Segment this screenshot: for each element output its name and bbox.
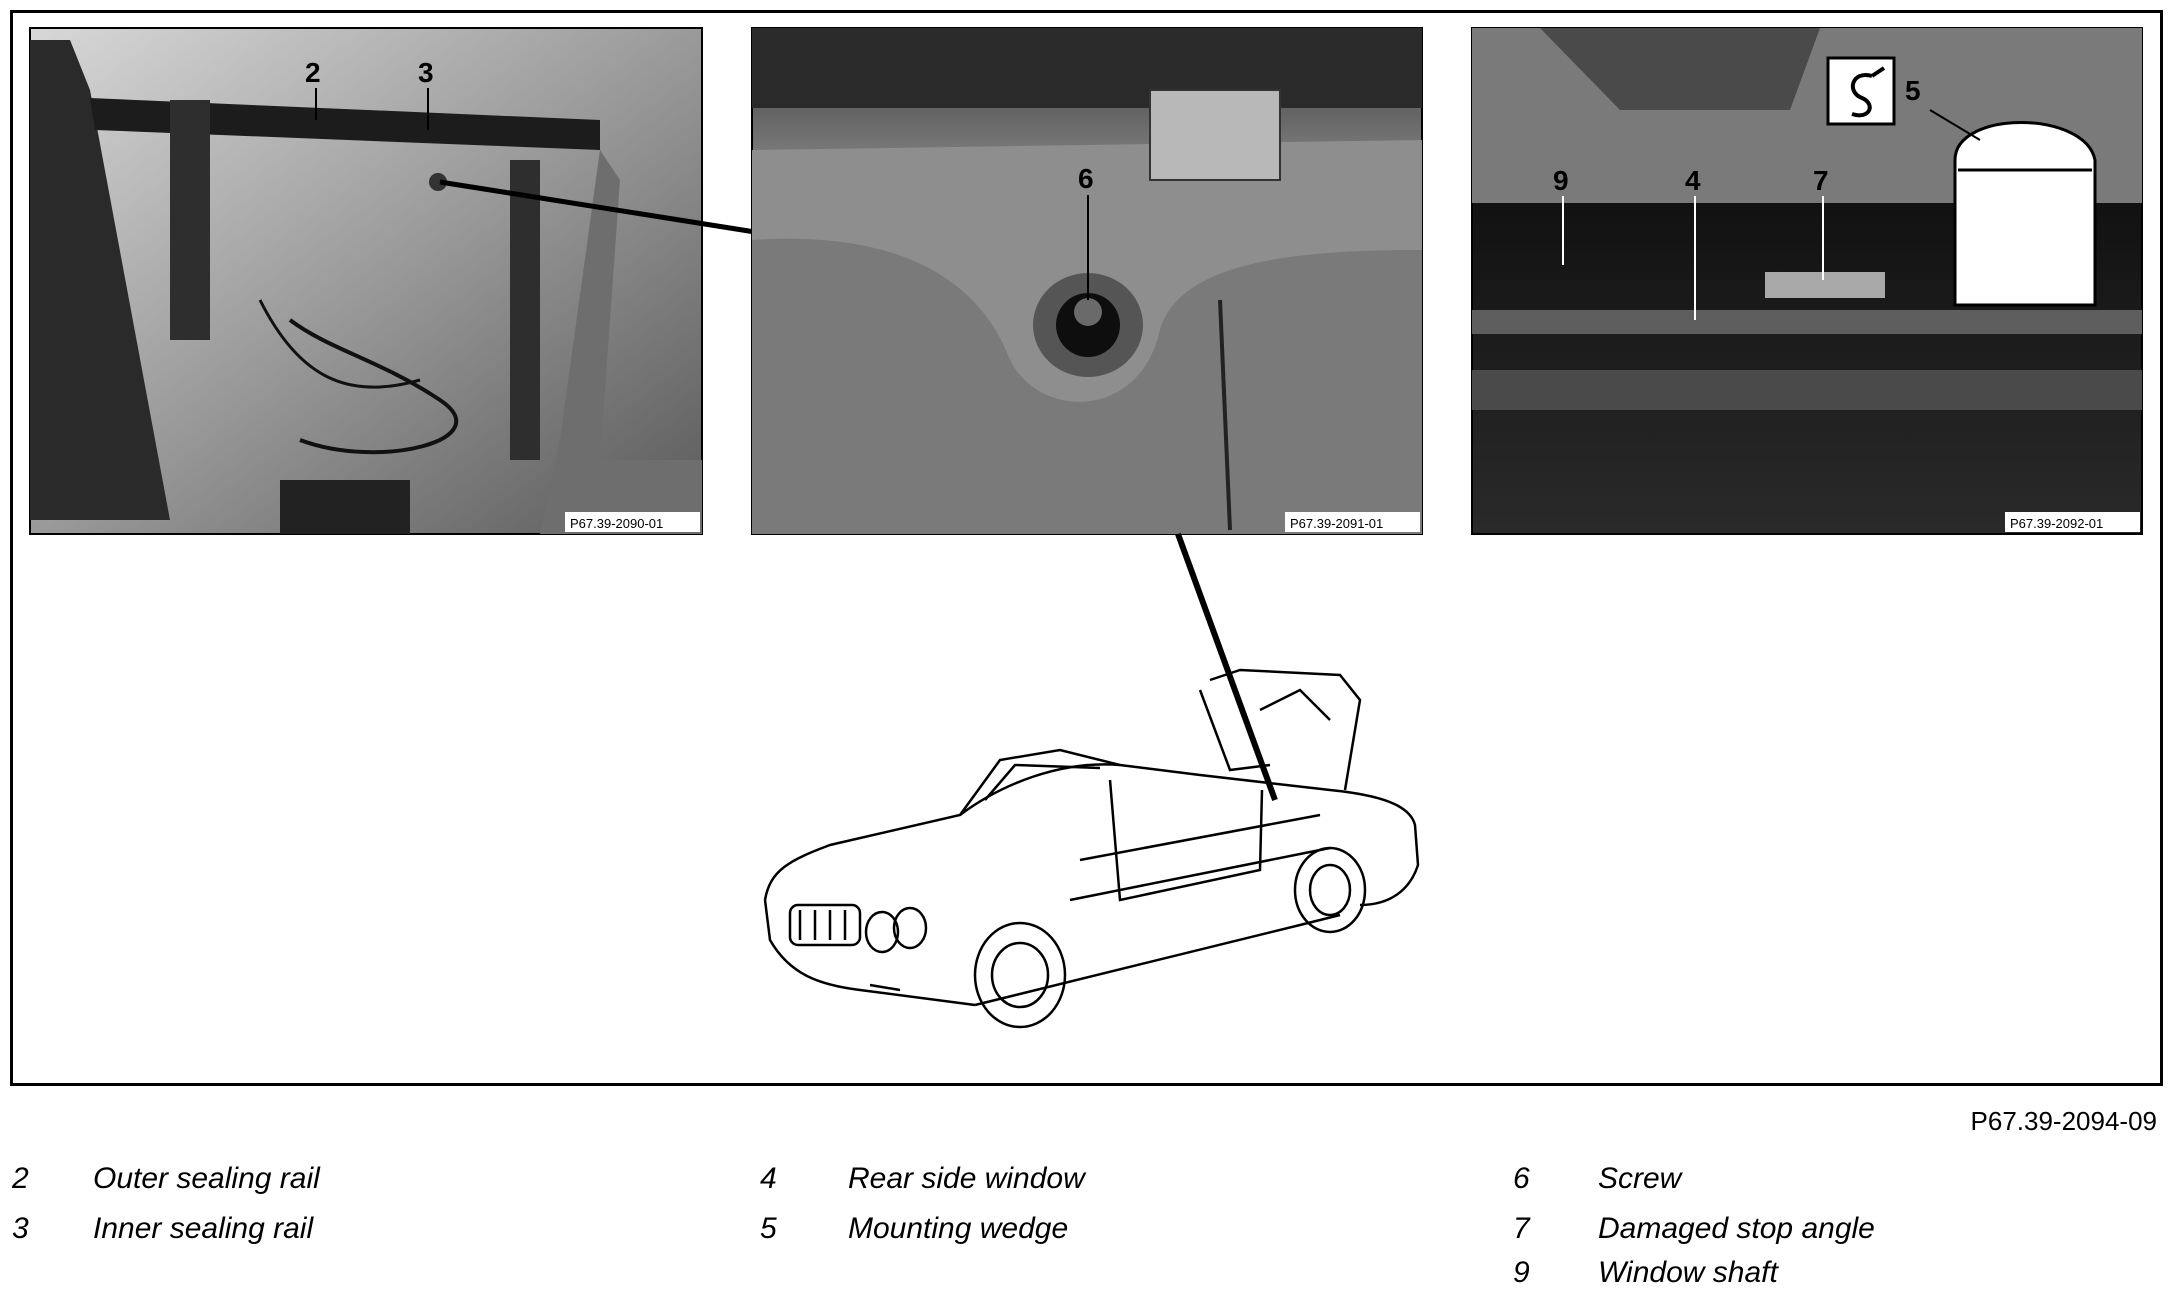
- legend-num: 3: [12, 1212, 29, 1245]
- callout-2: 2: [305, 57, 321, 88]
- panel-3-code: P67.39-2092-01: [2010, 516, 2103, 531]
- legend-num: 7: [1513, 1212, 1530, 1245]
- figure-frame: [10, 10, 2163, 1086]
- illustration: P67.39-2090-01 2 3 P67.39-2091-01 6: [29, 27, 2143, 1029]
- legend-label: Screw: [1598, 1162, 1682, 1195]
- legend-num: 2: [12, 1162, 29, 1195]
- panel-2-code: P67.39-2091-01: [1290, 516, 1383, 531]
- legend-label: Rear side window: [848, 1162, 1085, 1195]
- legend-num: 6: [1513, 1162, 1530, 1195]
- leader-line-1: [439, 179, 756, 235]
- callout-6: 6: [1078, 163, 1094, 194]
- photo-panel-2: P67.39-2091-01 6: [751, 27, 1423, 535]
- legend-num: 9: [1513, 1256, 1530, 1289]
- legend-label: Mounting wedge: [848, 1212, 1069, 1245]
- callout-3: 3: [418, 57, 434, 88]
- legend-label: Damaged stop angle: [1598, 1212, 1875, 1245]
- callout-9: 9: [1553, 165, 1569, 196]
- figure-reference: P67.39-2094-09: [1970, 1106, 2157, 1136]
- legend-num: 5: [760, 1212, 777, 1245]
- callout-4: 4: [1685, 165, 1701, 196]
- legend-label: Inner sealing rail: [93, 1212, 314, 1245]
- photo-panel-1: P67.39-2090-01 2 3: [29, 27, 703, 535]
- legend-label: Outer sealing rail: [93, 1162, 320, 1195]
- callout-7: 7: [1813, 165, 1829, 196]
- legend-label: Window shaft: [1598, 1256, 1778, 1289]
- photo-panel-3: P67.39-2092-01 9 4 7 5: [1471, 27, 2143, 535]
- legend-num: 4: [760, 1162, 777, 1195]
- panel-1-code: P67.39-2090-01: [570, 516, 663, 531]
- car-illustration: [763, 668, 1420, 1029]
- leader-line-2: [1175, 532, 1278, 802]
- callout-5: 5: [1905, 75, 1921, 106]
